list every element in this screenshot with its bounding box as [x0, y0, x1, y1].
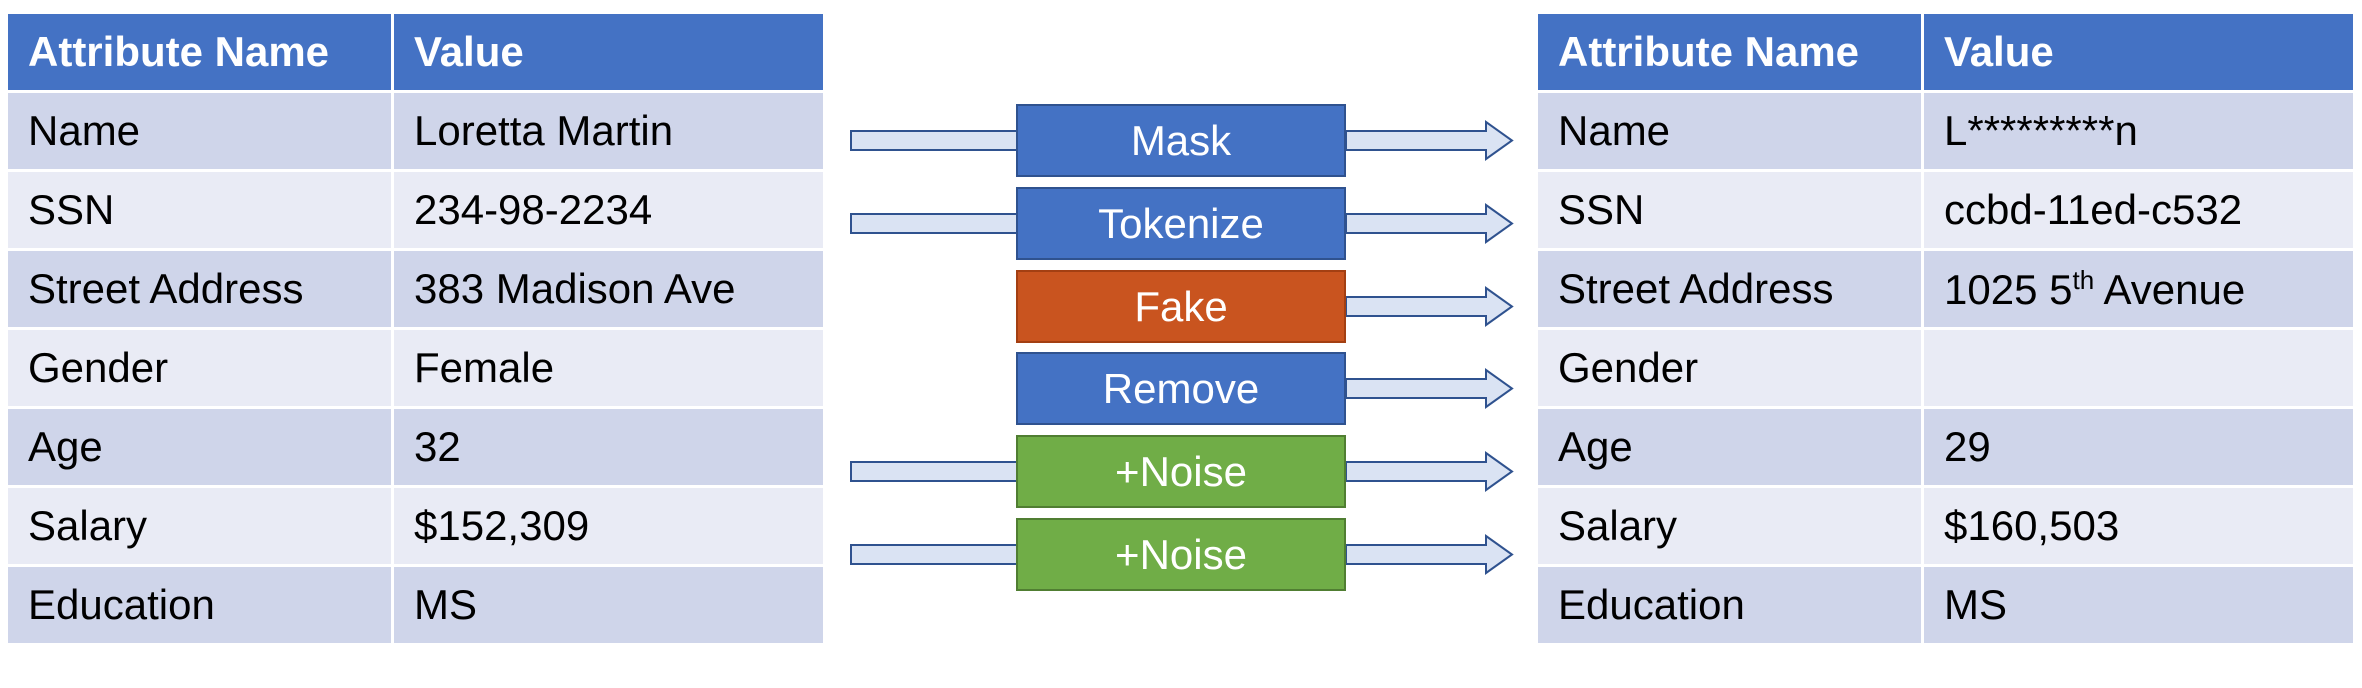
table-row: Salary $152,309 [8, 488, 826, 567]
value-cell: $160,503 [1924, 488, 2356, 567]
table-row: Gender [1538, 330, 2356, 409]
value-cell: Loretta Martin [394, 93, 826, 172]
table-row: Gender Female [8, 330, 826, 409]
output-arrow [1345, 203, 1514, 244]
table-row: Education MS [1538, 567, 2356, 646]
table-row: Education MS [8, 567, 826, 646]
table-header-row: Attribute Name Value [8, 14, 826, 93]
value-cell: 32 [394, 409, 826, 488]
table-row: Street Address 1025 5th Avenue [1538, 251, 2356, 330]
attribute-cell: Age [8, 409, 394, 488]
attribute-cell: Street Address [1538, 251, 1924, 330]
attribute-cell: Age [1538, 409, 1924, 488]
output-arrow [1345, 120, 1514, 161]
table-row: SSN ccbd-11ed-c532 [1538, 172, 2356, 251]
attribute-cell: Name [1538, 93, 1924, 172]
table-header-row: Attribute Name Value [1538, 14, 2356, 93]
value-text: Avenue [2094, 265, 2246, 313]
value-cell: $152,309 [394, 488, 826, 567]
attribute-cell: Education [8, 567, 394, 646]
value-text: 1025 5 [1944, 265, 2073, 313]
value-cell: 1025 5th Avenue [1924, 251, 2356, 330]
attribute-cell: Salary [8, 488, 394, 567]
table-row: Age 32 [8, 409, 826, 488]
value-cell: MS [394, 567, 826, 646]
output-arrow [1345, 286, 1514, 327]
value-cell: MS [1924, 567, 2356, 646]
input-arrow-shaft [850, 130, 1018, 151]
noise-operation-box: +Noise [1016, 518, 1346, 591]
table-row: Street Address 383 Madison Ave [8, 251, 826, 330]
value-cell: 29 [1924, 409, 2356, 488]
attribute-cell: SSN [1538, 172, 1924, 251]
ordinal-suffix: th [2072, 264, 2095, 295]
tokenize-operation-box: Tokenize [1016, 187, 1346, 260]
header-attribute-name: Attribute Name [1538, 14, 1924, 93]
table-row: Salary $160,503 [1538, 488, 2356, 567]
table-row: SSN 234-98-2234 [8, 172, 826, 251]
header-value: Value [394, 14, 826, 93]
anonymized-record-table: Attribute Name Value Name L*********n SS… [1538, 14, 2356, 646]
attribute-cell: Street Address [8, 251, 394, 330]
input-arrow-shaft [850, 544, 1018, 565]
value-cell [1924, 330, 2356, 409]
value-cell: Female [394, 330, 826, 409]
table-row: Age 29 [1538, 409, 2356, 488]
input-arrow-shaft [850, 461, 1018, 482]
table-row: Name Loretta Martin [8, 93, 826, 172]
header-attribute-name: Attribute Name [8, 14, 394, 93]
value-cell: 234-98-2234 [394, 172, 826, 251]
attribute-cell: Salary [1538, 488, 1924, 567]
mask-operation-box: Mask [1016, 104, 1346, 177]
attribute-cell: SSN [8, 172, 394, 251]
value-cell: 383 Madison Ave [394, 251, 826, 330]
header-value: Value [1924, 14, 2356, 93]
attribute-cell: Education [1538, 567, 1924, 646]
value-cell: ccbd-11ed-c532 [1924, 172, 2356, 251]
attribute-cell: Gender [8, 330, 394, 409]
output-arrow [1345, 368, 1514, 409]
attribute-cell: Name [8, 93, 394, 172]
table-row: Name L*********n [1538, 93, 2356, 172]
noise-operation-box: +Noise [1016, 435, 1346, 508]
output-arrow [1345, 534, 1514, 575]
attribute-cell: Gender [1538, 330, 1924, 409]
input-arrow-shaft [850, 213, 1018, 234]
output-arrow [1345, 451, 1514, 492]
value-cell: L*********n [1924, 93, 2356, 172]
fake-operation-box: Fake [1016, 270, 1346, 343]
remove-operation-box: Remove [1016, 352, 1346, 425]
original-record-table: Attribute Name Value Name Loretta Martin… [8, 14, 826, 646]
